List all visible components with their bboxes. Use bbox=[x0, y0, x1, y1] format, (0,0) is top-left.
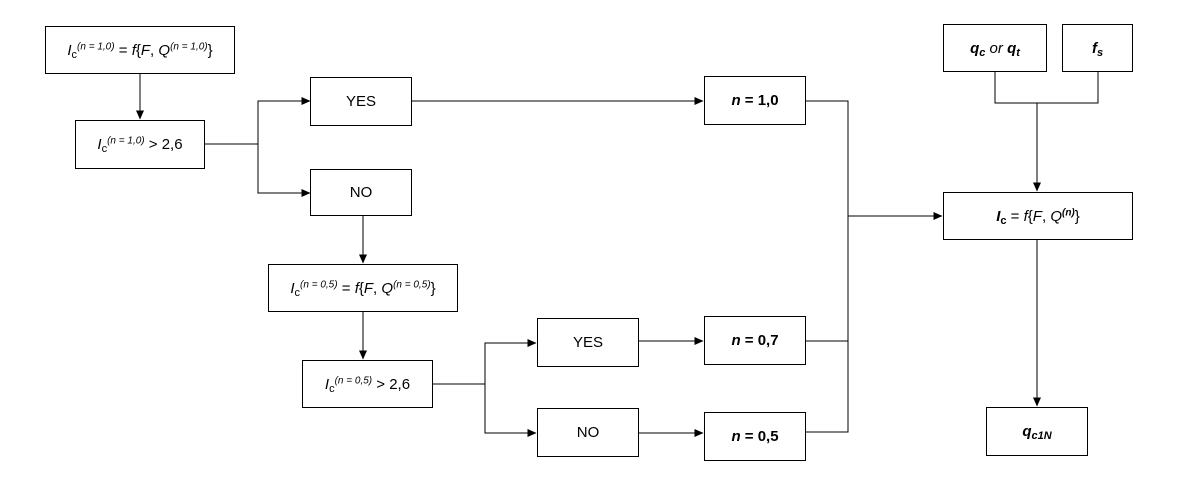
ic-n10-equation-box: Ic(n = 1,0) = f{F, Q(n = 1,0)} bbox=[45, 26, 235, 74]
no-bottom-box: NO bbox=[537, 408, 639, 457]
fs-box: fs bbox=[1062, 24, 1133, 72]
ic-n05-equation-box: Ic(n = 0,5) = f{F, Q(n = 0,5)} bbox=[268, 264, 458, 312]
arrow-to-no-top bbox=[257, 144, 311, 197]
no-top-label: NO bbox=[349, 184, 373, 201]
no-top-box: NO bbox=[310, 169, 412, 216]
ic-n05-test-box: Ic(n = 0,5) > 2,6 bbox=[302, 360, 433, 408]
ic-n10-test-box: Ic(n = 1,0) > 2,6 bbox=[75, 120, 205, 169]
qc1n-label: qc1N bbox=[1022, 423, 1052, 442]
n-10-label: n = 1,0 bbox=[731, 92, 779, 109]
fs-label: fs bbox=[1091, 39, 1104, 59]
ic-n05-test-text: Ic(n = 0,5) > 2,6 bbox=[324, 375, 411, 395]
arrow-to-no-bottom bbox=[484, 384, 537, 437]
arrow-to-yes-bottom bbox=[484, 339, 537, 384]
line-inputs-merge bbox=[994, 72, 1099, 104]
line-n10-collector bbox=[806, 100, 849, 433]
no-bottom-label: NO bbox=[576, 424, 600, 441]
ic-n10-test-text: Ic(n = 1,0) > 2,6 bbox=[97, 135, 183, 155]
qc-qt-label: qc or qt bbox=[970, 39, 1020, 59]
n-10-box: n = 1,0 bbox=[704, 76, 806, 125]
yes-bottom-box: YES bbox=[537, 318, 639, 367]
ic-final-text: Ic = f{F, Q(n)} bbox=[996, 207, 1080, 227]
n-05-box: n = 0,5 bbox=[704, 412, 806, 461]
ic-n10-equation-text: Ic(n = 1,0) = f{F, Q(n = 1,0)} bbox=[67, 41, 213, 61]
n-07-label: n = 0,7 bbox=[731, 332, 779, 349]
yes-bottom-label: YES bbox=[572, 334, 603, 351]
qc1n-box: qc1N bbox=[986, 407, 1088, 456]
qc-qt-box: qc or qt bbox=[943, 24, 1047, 72]
yes-top-label: YES bbox=[345, 93, 376, 110]
n-05-label: n = 0,5 bbox=[731, 428, 779, 445]
ic-n05-equation-text: Ic(n = 0,5) = f{F, Q(n = 0,5)} bbox=[290, 279, 436, 299]
yes-top-box: YES bbox=[310, 77, 412, 126]
arrow-to-yes-top bbox=[257, 97, 311, 144]
ic-final-box: Ic = f{F, Q(n)} bbox=[943, 192, 1133, 240]
n-07-box: n = 0,7 bbox=[704, 316, 806, 365]
